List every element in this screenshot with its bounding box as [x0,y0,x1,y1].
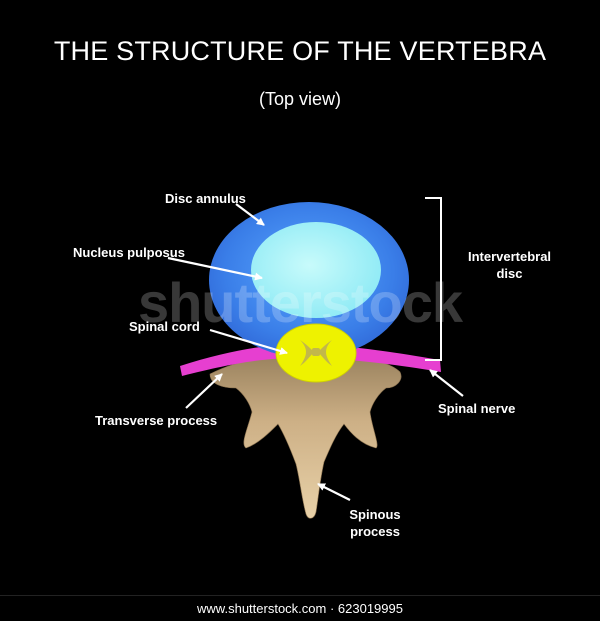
spinal-cord-grey-matter [300,340,332,366]
label-disc-annulus: Disc annulus [165,191,246,206]
nucleus-pulposus [251,222,381,318]
label-intervertebral-disc: Intervertebral disc [452,248,567,282]
watermark: shutterstock [137,271,463,334]
label-transverse-process: Transverse process [95,413,218,428]
arrow-transverse-process [185,373,223,409]
footer-bar: www.shutterstock.com · 623019995 [0,595,600,621]
arrow-spinal-cord [209,328,288,355]
page-subtitle: (Top view) [258,89,342,109]
arrow-disc-annulus [235,203,265,226]
label-intervertebral-line2: disc [496,266,523,281]
image-credit: www.shutterstock.com · 623019995 [197,601,403,616]
label-spinous-process: Spinous process [340,506,410,540]
vertebral-arch [209,357,402,519]
label-spinal-nerve: Spinal nerve [438,401,516,416]
arrow-spinal-nerve [429,369,464,397]
diagram-canvas: THE STRUCTURE OF THE VERTEBRA (Top view) [0,0,600,595]
label-spinous-line1: Spinous [349,507,401,522]
intervertebral-bracket [425,197,442,361]
page-title: THE STRUCTURE OF THE VERTEBRA [53,36,547,66]
spinal-nerve-band [180,344,441,376]
label-spinous-line2: process [350,524,400,539]
label-nucleus-pulposus: Nucleus pulposus [73,245,185,260]
arrow-nucleus-pulposus [167,256,263,281]
arrow-spinous-process [317,483,351,501]
label-spinal-cord: Spinal cord [129,319,200,334]
label-intervertebral-line1: Intervertebral [467,249,552,264]
vertebra-illustration [167,197,464,519]
